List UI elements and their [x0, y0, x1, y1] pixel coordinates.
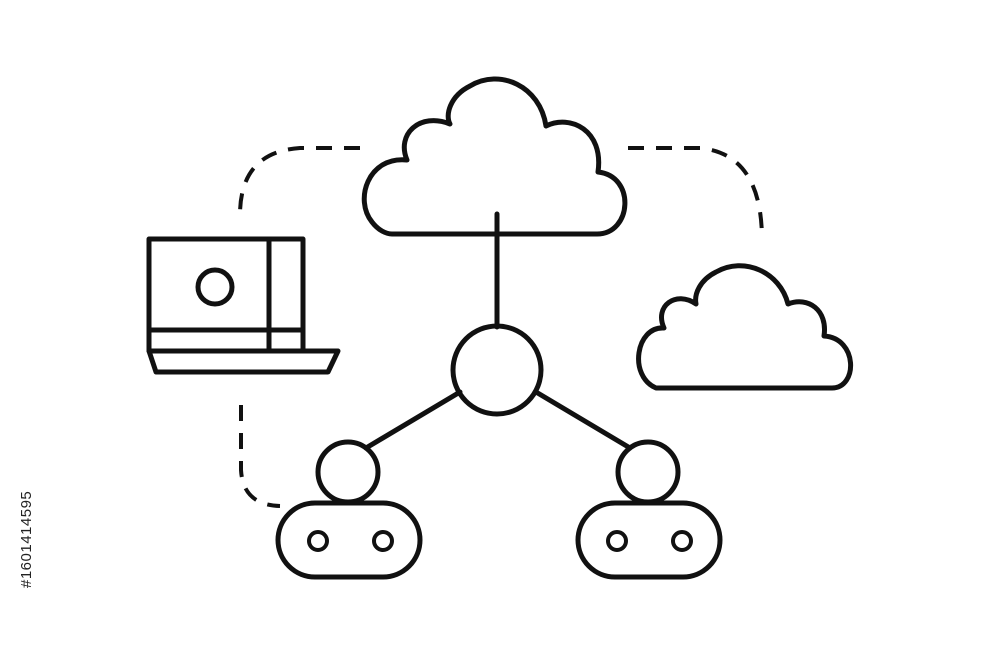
- laptop-camera-icon: [195, 267, 235, 307]
- connector-laptop-to-main-cloud: [238, 146, 360, 216]
- robot-left-icon: [275, 439, 423, 580]
- connector-hub-to-robot-right: [533, 389, 633, 451]
- watermark-id: #1601414595: [18, 490, 35, 588]
- laptop-base: [146, 348, 341, 375]
- connector-laptop-to-robot: [239, 405, 281, 508]
- secondary-cloud-icon: [636, 263, 854, 391]
- laptop-icon: [146, 236, 341, 375]
- main-cloud-icon: [361, 76, 628, 237]
- hub-node-icon: [450, 323, 544, 417]
- dashed-connectors: [238, 146, 764, 508]
- robot-right-icon: [575, 439, 723, 580]
- connector-main-cloud-to-secondary-cloud: [628, 146, 764, 241]
- connector-hub-to-robot-left: [363, 389, 463, 451]
